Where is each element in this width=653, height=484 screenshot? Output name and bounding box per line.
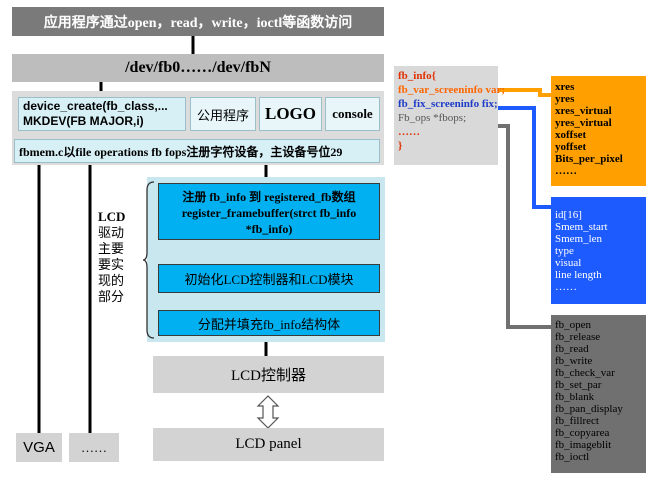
lcd-panel-label: LCD panel — [235, 436, 302, 452]
logo-box: LOGO — [259, 97, 322, 131]
fill-fb-info-step: 分配并填充fb_info结构体 — [158, 310, 380, 336]
lcd-driver-label-line5: 现的 — [98, 273, 125, 288]
console-label: console — [332, 106, 373, 121]
fix-field: visual — [555, 257, 582, 269]
fb-info-open: fb_info{ — [398, 70, 436, 82]
fb-ops-box: fb_open fb_release fb_read fb_write fb_c… — [551, 315, 646, 473]
console-box: console — [325, 97, 380, 131]
ops-link-line — [490, 124, 551, 329]
vga-label: VGA — [23, 439, 55, 456]
fb-info-ops-line: Fb_ops *fbops; — [398, 112, 467, 124]
ops-field: fb_copyarea — [555, 427, 610, 439]
fbmem-note-box: fbmem.c以file operations fb fops注册字符设备，主设… — [14, 139, 380, 163]
double-arrow-icon — [256, 395, 280, 429]
register-step-line3: *fb_info) — [245, 222, 293, 236]
fix-field: type — [555, 245, 574, 257]
register-framebuffer-step: 注册 fb_info 到 registered_fb数组 register_fr… — [158, 183, 380, 240]
ops-field: fb_open — [555, 319, 592, 331]
ops-field: fb_pan_display — [555, 403, 623, 415]
lcd-driver-label: LCD 驱动 主要 要实 现的 部分 — [98, 209, 134, 305]
app-access-title: 应用程序通过open，read，write，ioctl等函数访问 — [43, 15, 353, 31]
fb-info-struct-box: fb_info{ fb_var_screeninfo var; fb_fix_s… — [394, 66, 506, 165]
var-link-line — [498, 88, 551, 97]
lcd-controller-label: LCD控制器 — [230, 368, 306, 384]
register-step-line1: 注册 fb_info 到 registered_fb数组 — [182, 190, 356, 204]
ops-field: fb_fillrect — [555, 415, 599, 427]
fb-info-var-line: fb_var_screeninfo var; — [398, 84, 506, 96]
device-path-label: /dev/fb0……/dev/fbN — [125, 59, 271, 76]
fb-info-fix-line: fb_fix_screeninfo fix; — [398, 98, 498, 110]
register-step-line2: register_framebuffer(strct fb_info — [181, 206, 357, 220]
var-field: xres_virtual — [555, 105, 612, 117]
device-path-bar: /dev/fb0……/dev/fbN — [12, 54, 384, 82]
fbmem-note: fbmem.c以file operations fb fops注册字符设备，主设… — [19, 144, 343, 159]
ops-field: fb_blank — [555, 391, 595, 403]
ops-field: fb_ioctl — [555, 451, 590, 463]
fix-field: Smem_start — [555, 221, 608, 233]
fix-link-line — [498, 106, 551, 209]
var-field: yres_virtual — [555, 117, 612, 129]
app-access-banner: 应用程序通过open，read，write，ioctl等函数访问 — [12, 7, 384, 36]
device-create-box: device_create(fb_class,... MKDEV(FB MAJO… — [18, 97, 186, 131]
lcd-driver-label-line4: 要实 — [98, 257, 125, 272]
other-device-box: …… — [69, 433, 119, 462]
var-field: xres — [555, 81, 575, 93]
init-controller-label: 初始化LCD控制器和LCD模块 — [184, 272, 354, 287]
fb-info-close: } — [398, 140, 403, 152]
fill-fb-info-label: 分配并填充fb_info结构体 — [197, 316, 341, 332]
device-create-line2: MKDEV(FB MAJOR,i) — [23, 114, 144, 128]
var-field: Bits_per_pixel — [555, 153, 623, 165]
brace-icon — [143, 181, 155, 339]
ops-field: fb_write — [555, 355, 593, 367]
fix-screeninfo-box: id[16] Smem_start Smem_len type visual l… — [551, 197, 646, 304]
ops-field: fb_imageblit — [555, 439, 612, 451]
var-field: …… — [555, 165, 577, 177]
ops-field: fb_set_par — [555, 379, 602, 391]
ops-field: fb_release — [555, 331, 601, 343]
fix-field: line length — [555, 269, 602, 281]
var-field: xoffset — [555, 129, 587, 141]
lcd-controller-box: LCD控制器 — [153, 356, 384, 393]
lcd-panel-box: LCD panel — [153, 428, 384, 461]
var-field: yoffset — [555, 141, 587, 153]
device-create-line1: device_create(fb_class,... — [23, 99, 168, 113]
fix-field: id[16] — [555, 209, 582, 221]
lcd-driver-label-line3: 主要 — [98, 241, 125, 256]
fb-info-ellipsis: …… — [398, 126, 420, 138]
ops-field: fb_read — [555, 343, 589, 355]
lcd-driver-label-line2: 驱动 — [98, 225, 125, 240]
other-device-label: …… — [81, 439, 107, 455]
fix-field: …… — [555, 281, 577, 293]
fix-field: Smem_len — [555, 233, 603, 245]
var-screeninfo-box: xres yres xres_virtual yres_virtual xoff… — [551, 76, 646, 186]
init-controller-step: 初始化LCD控制器和LCD模块 — [158, 264, 380, 293]
logo-label: LOGO — [264, 104, 316, 123]
public-program-box: 公用程序 — [190, 97, 256, 131]
lcd-driver-label-line6: 部分 — [98, 289, 125, 304]
vga-box: VGA — [16, 433, 62, 462]
var-field: yres — [555, 93, 575, 105]
lcd-driver-label-line1: LCD — [98, 209, 126, 224]
public-program-label: 公用程序 — [196, 107, 249, 123]
ops-field: fb_check_var — [555, 367, 615, 379]
